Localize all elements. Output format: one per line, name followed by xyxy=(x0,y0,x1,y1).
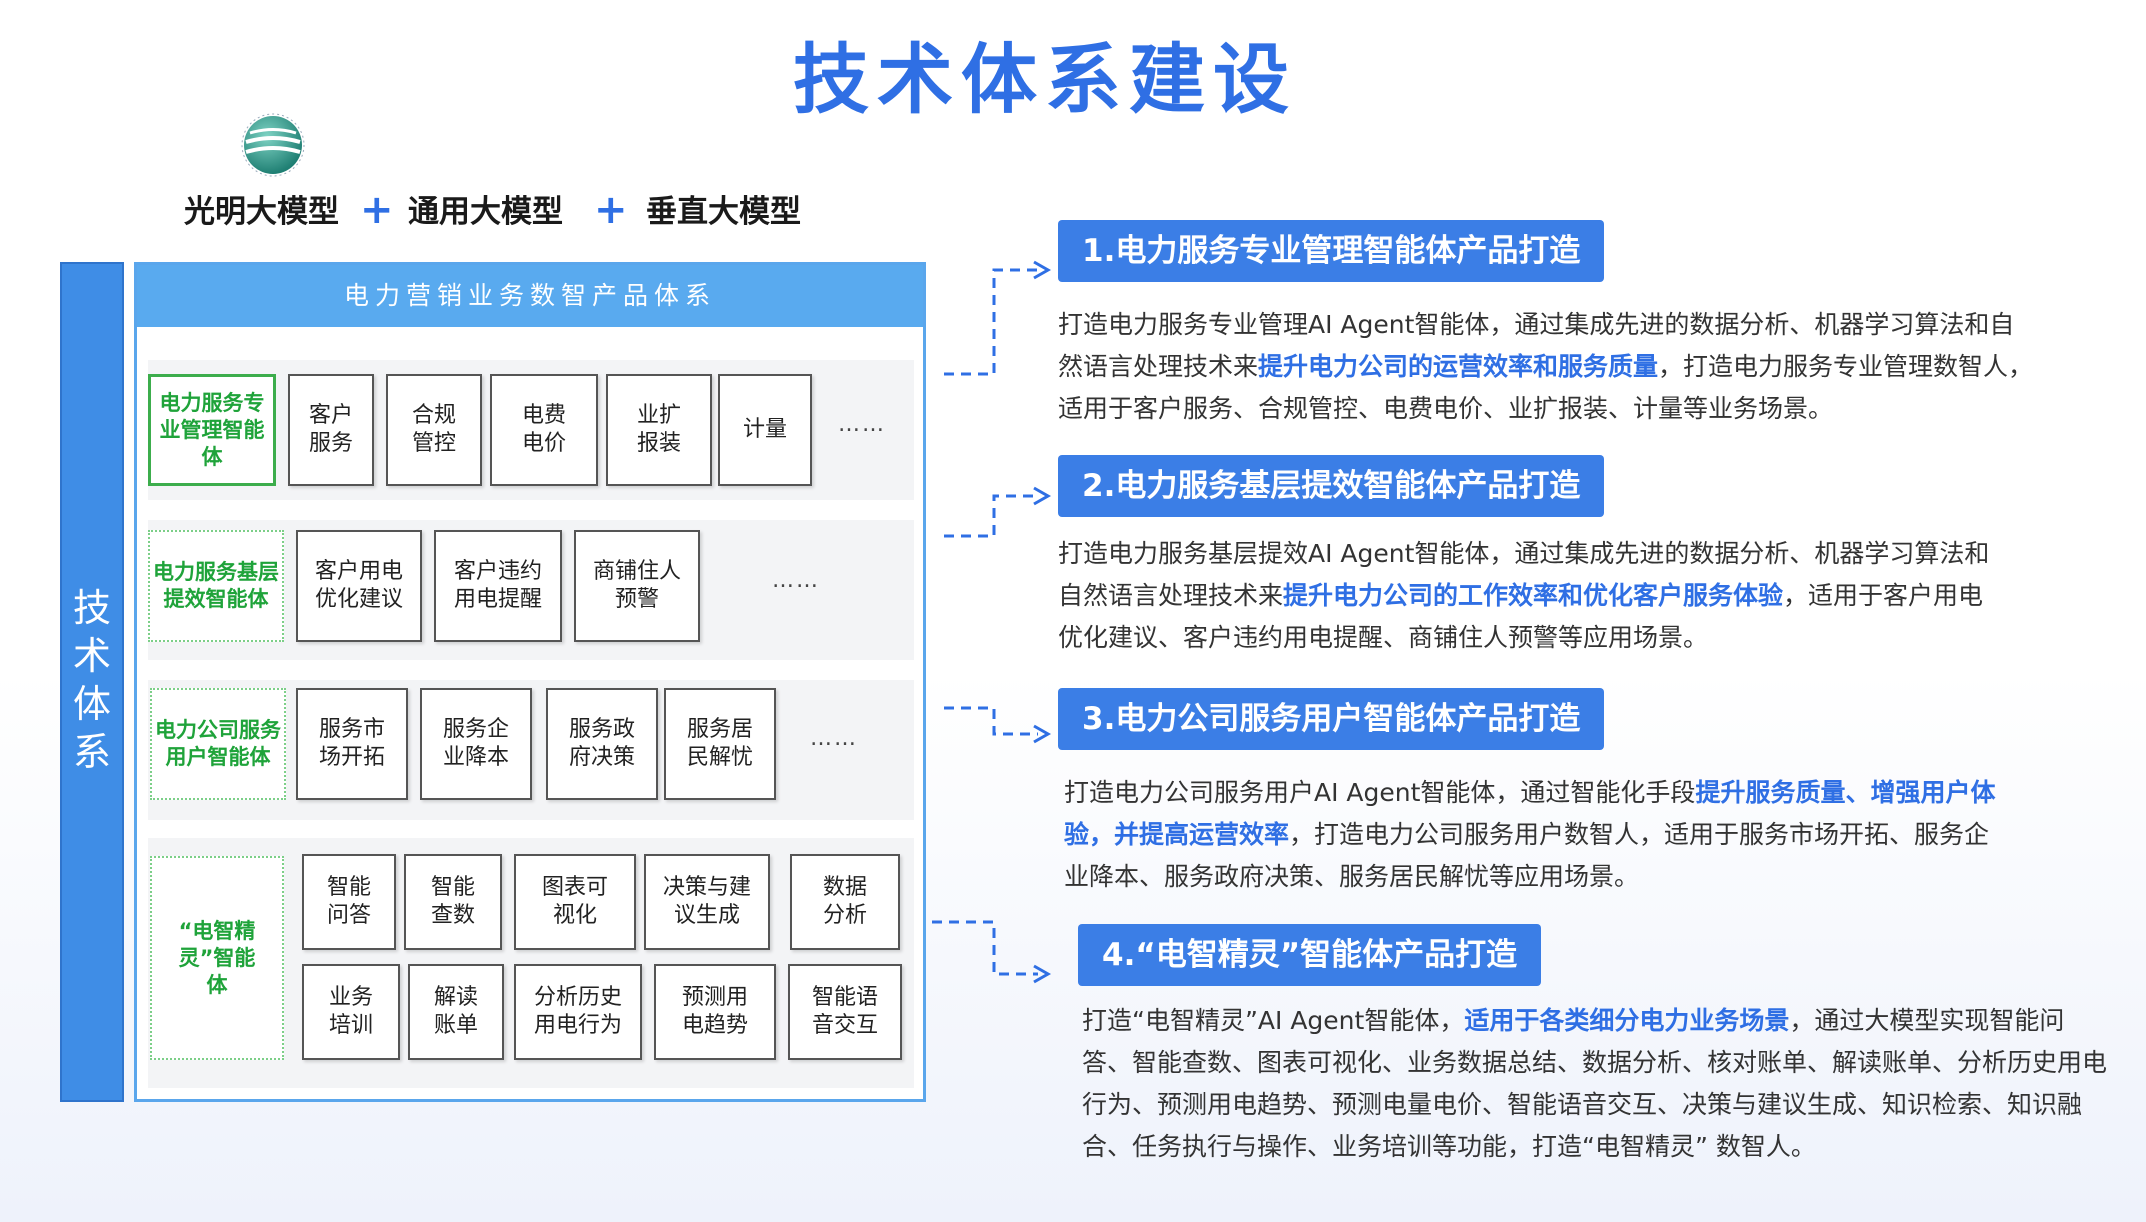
section-4-description: 打造“电智精灵”AI Agent智能体，适用于各类细分电力业务场景，通过大模型实… xyxy=(1082,1006,2108,1161)
section-2-description: 打造电力服务基层提效AI Agent智能体，通过集成先进的数据分析、机器学习算法… xyxy=(1058,539,1990,652)
row-label-dianzhi-jingling: “电智精灵”智能体 xyxy=(150,856,284,1060)
item-history-usage-analysis: 分析历史用电行为 xyxy=(514,964,642,1060)
section-2-heading: 2.电力服务基层提效智能体产品打造 xyxy=(1058,455,1605,517)
item-data-analysis: 数据分析 xyxy=(790,854,900,950)
section-3-highlight: 提升服务质量、增强用户体验，并提高运营效率 xyxy=(1064,778,1996,849)
item-bill-interpretation: 解读账单 xyxy=(408,964,504,1060)
more-ellipsis: …… xyxy=(838,412,886,437)
more-ellipsis: …… xyxy=(772,568,820,593)
section-4-heading: 4.“电智精灵”智能体产品打造 xyxy=(1078,924,1542,986)
section-2-highlight: 提升电力公司的工作效率和优化客户服务体验 xyxy=(1283,581,1784,610)
item-electricity-price: 电费电价 xyxy=(490,374,598,486)
item-enterprise-cost-reduction: 服务企业降本 xyxy=(420,688,532,800)
model-general: 通用大模型 xyxy=(408,194,563,230)
item-compliance-control: 合规管控 xyxy=(386,374,482,486)
row-label-company-service-users: 电力公司服务用户智能体 xyxy=(150,688,286,800)
item-usage-optimization: 客户用电优化建议 xyxy=(296,530,422,642)
item-metering: 计量 xyxy=(718,374,812,486)
item-smart-qa: 智能问答 xyxy=(302,854,396,950)
globe-logo-icon xyxy=(241,113,305,177)
item-smart-data-query: 智能查数 xyxy=(404,854,502,950)
section-1-heading: 1.电力服务专业管理智能体产品打造 xyxy=(1058,220,1605,282)
item-decision-suggestion: 决策与建议生成 xyxy=(644,854,770,950)
model-guangming: 光明大模型 xyxy=(184,194,339,230)
item-market-development: 服务市场开拓 xyxy=(296,688,408,800)
more-ellipsis: …… xyxy=(810,726,858,751)
section-1-highlight: 提升电力公司的运营效率和服务质量 xyxy=(1258,352,1659,381)
item-customer-service: 客户服务 xyxy=(288,374,374,486)
item-voice-interaction: 智能语音交互 xyxy=(788,964,902,1060)
model-vertical: 垂直大模型 xyxy=(646,194,801,230)
page-title: 技术体系建设 xyxy=(793,35,1297,124)
section-1-description: 打造电力服务专业管理AI Agent智能体，通过集成先进的数据分析、机器学习算法… xyxy=(1058,310,2034,423)
plus-icon: + xyxy=(594,187,628,233)
item-resident-service: 服务居民解忧 xyxy=(664,688,776,800)
product-system-header: 电力营销业务数智产品体系 xyxy=(137,265,923,327)
item-chart-visualization: 图表可视化 xyxy=(514,854,636,950)
item-business-expansion: 业扩报装 xyxy=(606,374,712,486)
section-4-highlight: 适用于各类细分电力业务场景 xyxy=(1464,1006,1790,1035)
item-violation-reminder: 客户违约用电提醒 xyxy=(434,530,562,642)
item-usage-trend-prediction: 预测用电趋势 xyxy=(654,964,776,1060)
row-label-professional-management: 电力服务专业管理智能体 xyxy=(148,374,276,486)
plus-icon: + xyxy=(360,187,394,233)
section-3-heading: 3.电力公司服务用户智能体产品打造 xyxy=(1058,688,1605,750)
connector-arrows xyxy=(932,260,1052,984)
item-government-decision: 服务政府决策 xyxy=(546,688,658,800)
tech-system-label: 技术体系 xyxy=(72,586,111,774)
item-business-training: 业务培训 xyxy=(302,964,400,1060)
item-shop-residence-warning: 商铺住人预警 xyxy=(574,530,700,642)
row-label-grassroots-efficiency: 电力服务基层提效智能体 xyxy=(148,530,284,642)
section-3-description: 打造电力公司服务用户AI Agent智能体，通过智能化手段提升服务质量、增强用户… xyxy=(1064,778,1996,891)
tech-system-bar: 技术体系 xyxy=(60,262,124,1102)
